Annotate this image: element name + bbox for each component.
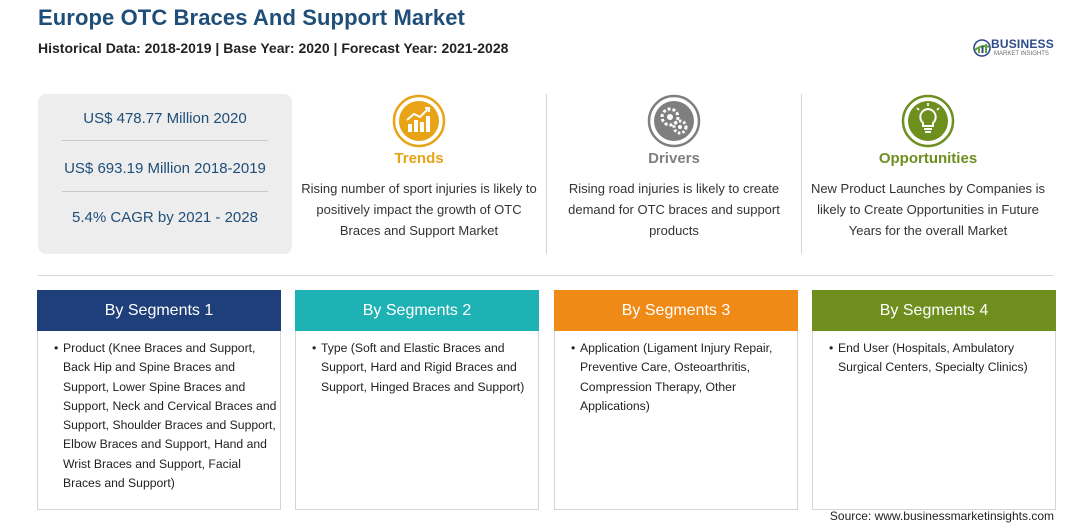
- segment-2-text: Type (Soft and Elastic Braces and Suppor…: [321, 341, 525, 394]
- stat-market-size-historical: US$ 693.19 Million 2018-2019: [64, 160, 266, 177]
- trends-text: Rising number of sport injuries is likel…: [301, 181, 537, 238]
- business-market-insights-logo: BUSINESS MARKET INSIGHTS: [972, 36, 1062, 62]
- lightbulb-icon: [901, 94, 955, 148]
- segment-3-text: Application (Ligament Injury Repair, Pre…: [580, 341, 773, 413]
- logo-tagline: MARKET INSIGHTS: [994, 51, 1049, 57]
- logo-name: BUSINESS: [991, 37, 1054, 51]
- segment-card-4: By Segments 4 • End User (Hospitals, Amb…: [812, 290, 1056, 510]
- segment-4-body: • End User (Hospitals, Ambulatory Surgic…: [829, 339, 1053, 378]
- segment-card-3: By Segments 3 • Application (Ligament In…: [554, 290, 798, 510]
- trends-title: Trends: [394, 150, 444, 167]
- segment-1-title: By Segments 1: [37, 290, 281, 331]
- drivers-text: Rising road injuries is likely to create…: [568, 181, 780, 238]
- stat-divider: [62, 191, 268, 192]
- gears-icon: [647, 94, 701, 148]
- segment-4-text: End User (Hospitals, Ambulatory Surgical…: [838, 341, 1028, 375]
- opportunities-title: Opportunities: [878, 150, 978, 167]
- segment-3-body: • Application (Ligament Injury Repair, P…: [571, 339, 795, 416]
- segment-3-title: By Segments 3: [554, 290, 798, 331]
- segment-2-title: By Segments 2: [295, 290, 539, 331]
- page-subtitle: Historical Data: 2018-2019 | Base Year: …: [38, 40, 509, 56]
- bullet: •: [571, 341, 576, 355]
- drivers-title: Drivers: [648, 150, 700, 167]
- opportunities-text: New Product Launches by Companies is lik…: [810, 181, 1046, 238]
- segment-card-1: By Segments 1 • Product (Knee Braces and…: [37, 290, 281, 510]
- bullet: •: [54, 341, 59, 355]
- column-divider: [801, 94, 802, 254]
- segment-1-text: Product (Knee Braces and Support, Back H…: [63, 341, 277, 491]
- segment-1-body: • Product (Knee Braces and Support, Back…: [54, 339, 278, 493]
- segment-card-2: By Segments 2 • Type (Soft and Elastic B…: [295, 290, 539, 510]
- stat-cagr: 5.4% CAGR by 2021 - 2028: [72, 209, 258, 226]
- source-text: Source: www.businessmarketinsights.com: [829, 509, 1054, 523]
- logo-globe-icon: [973, 39, 991, 57]
- page-title: Europe OTC Braces And Support Market: [38, 5, 465, 30]
- stat-market-size-2020: US$ 478.77 Million 2020: [83, 110, 247, 127]
- column-divider: [546, 94, 547, 254]
- trend-chart-icon: [392, 94, 446, 148]
- stat-divider: [62, 140, 268, 141]
- bullet: •: [829, 341, 834, 355]
- bullet: •: [312, 341, 317, 355]
- segment-2-body: • Type (Soft and Elastic Braces and Supp…: [312, 339, 536, 397]
- key-stats-panel: US$ 478.77 Million 2020 US$ 693.19 Milli…: [38, 94, 292, 254]
- segment-4-title: By Segments 4: [812, 290, 1056, 331]
- section-divider: [38, 275, 1054, 276]
